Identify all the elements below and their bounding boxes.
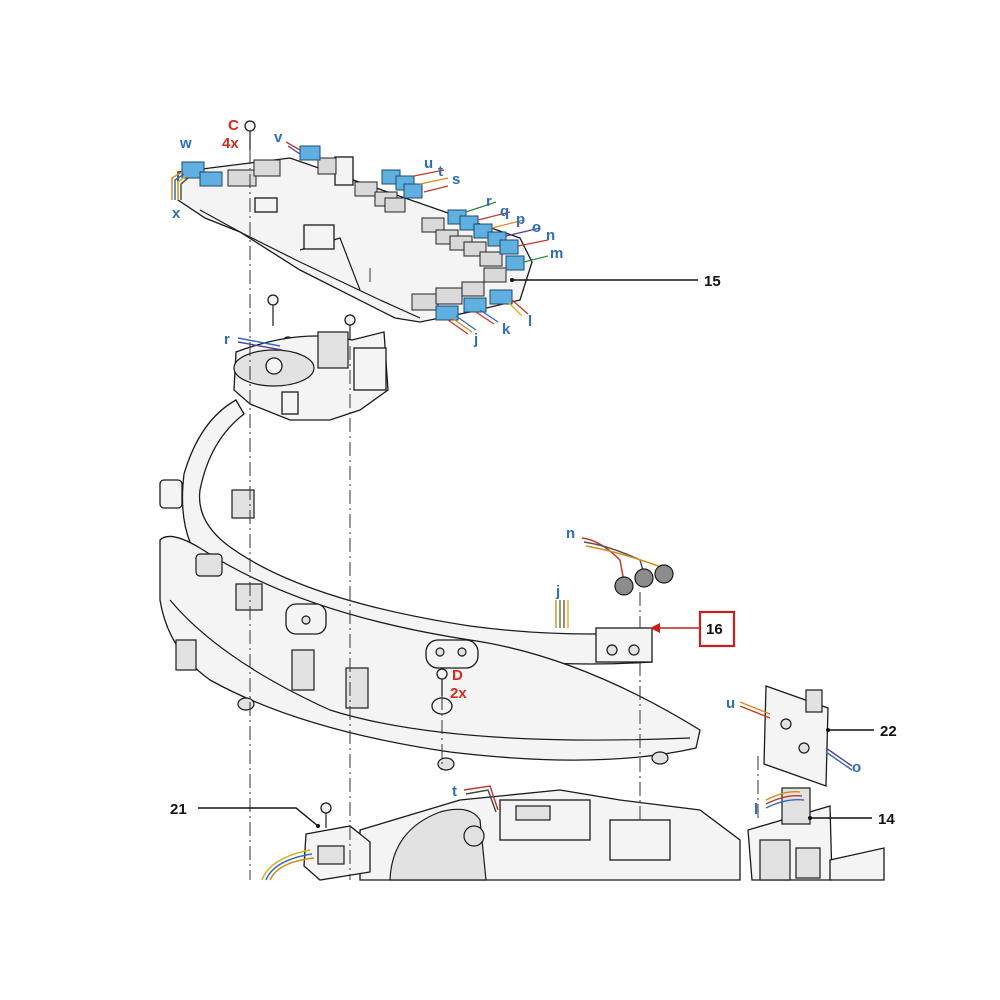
wire-label-n: n (546, 227, 555, 244)
screw-motor-left (267, 294, 279, 326)
wire-label-n-switch: n (566, 525, 575, 542)
wiring-harness-board (171, 141, 549, 335)
bottom-chassis (359, 785, 741, 881)
wire-label-l-board: l (754, 801, 758, 818)
highlight-box-16 (698, 610, 736, 648)
wire-label-u-board: u (726, 695, 735, 712)
wire-label-k: k (502, 321, 511, 338)
fastener-c-label: C (228, 117, 239, 134)
fastener-d-label: D (452, 667, 463, 684)
wire-label-x: x (172, 205, 181, 222)
fastener-d-qty: 2x (450, 685, 467, 702)
wire-label-j: j (473, 331, 478, 348)
wire-label-u: u (424, 155, 433, 172)
screw-d (436, 668, 448, 696)
wire-label-r-motor: r (224, 331, 230, 348)
alignment-axes (249, 150, 759, 880)
callout-22: 22 (880, 723, 897, 740)
screw-c (244, 120, 256, 150)
wire-label-o-board: o (852, 759, 861, 776)
motor-housing (233, 331, 389, 421)
wire-label-r: r (486, 193, 492, 210)
callout-21: 21 (170, 801, 187, 818)
control-board-14 (747, 787, 885, 881)
callout-16: 16 (706, 621, 723, 638)
wire-label-p: p (516, 211, 525, 228)
fastener-c-qty: 4x (222, 135, 239, 152)
wire-label-s: s (452, 171, 460, 188)
callout-15: 15 (704, 273, 721, 290)
wire-label-t-chassis: t (452, 783, 457, 800)
wire-label-v: v (274, 129, 283, 146)
switch-cluster (581, 537, 674, 596)
sensor-board-22 (739, 685, 853, 787)
callout-leaders (198, 278, 874, 828)
bumper-frame (159, 399, 701, 771)
wire-label-l: l (528, 313, 532, 330)
leader-21 (198, 807, 319, 827)
wire-label-t: t (438, 163, 443, 180)
wire-label-m: m (550, 245, 563, 262)
wire-label-q: q (500, 203, 509, 220)
wire-label-j-bumper: j (555, 583, 560, 600)
wire-label-o: o (532, 219, 541, 236)
wire-label-w: w (179, 135, 192, 152)
sensor-board-21 (261, 802, 371, 881)
callout-14: 14 (878, 811, 895, 828)
